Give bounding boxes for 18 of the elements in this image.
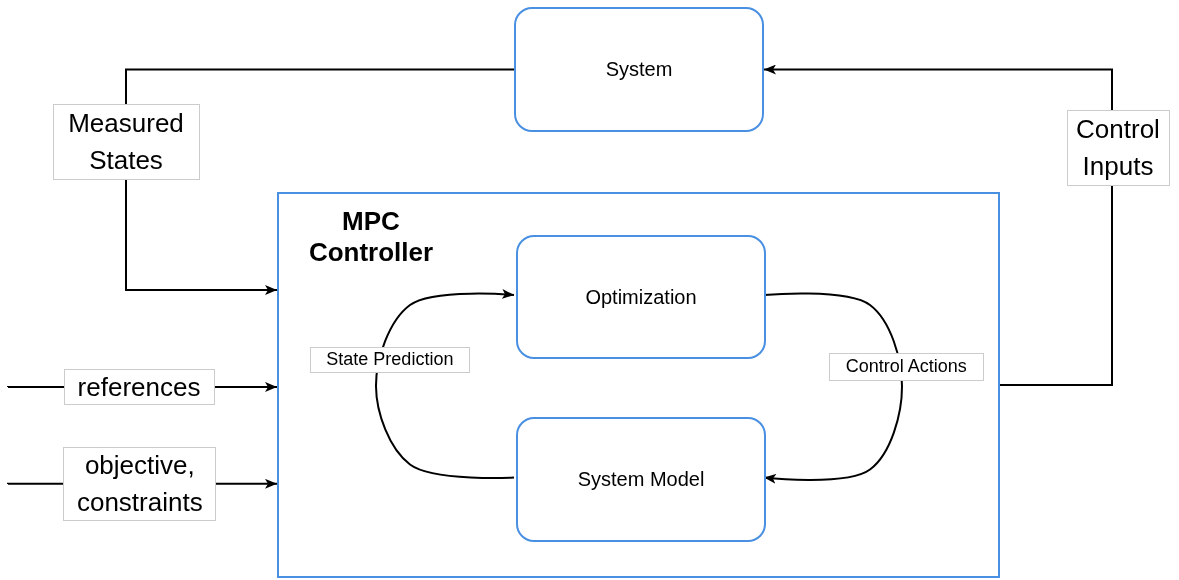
edge-label: references xyxy=(63,368,215,405)
edge-label: State Prediction xyxy=(309,347,470,374)
process-box xyxy=(516,235,766,359)
arrow xyxy=(125,68,515,296)
edge-label: Control Inputs xyxy=(1066,109,1170,186)
process-box xyxy=(516,417,766,542)
edge-label: Measured States xyxy=(52,103,200,180)
process-box xyxy=(514,7,764,132)
arrow xyxy=(763,64,1113,386)
edge-label: objective, constraints xyxy=(63,446,217,521)
arrow xyxy=(375,289,515,479)
container-heading: MPC Controller xyxy=(307,206,435,269)
edge-label: Control Actions xyxy=(828,352,984,381)
arrow xyxy=(763,292,903,484)
node-label: Optimization xyxy=(585,285,697,309)
controller-container xyxy=(277,192,1000,578)
node-label: System Model xyxy=(577,468,705,491)
node-label: System xyxy=(605,58,673,81)
